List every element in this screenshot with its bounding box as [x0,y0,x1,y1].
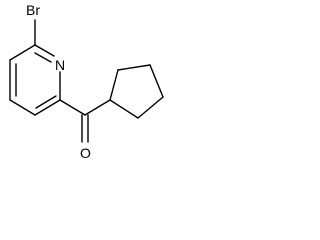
bond-n1-c6-inner [34,52,52,63]
bond-cp5-cp1 [109,99,139,119]
bromine-label: Br [26,2,40,18]
bond-c3-c2-inner [35,95,57,109]
bond-cp1-cp2 [109,69,119,101]
bond-c6-c5 [9,44,36,61]
bond-c2-carbonyl [59,99,86,116]
structure-canvas: Br N O [0,0,209,177]
bond-carbonyl-cyclopentyl [84,99,111,116]
bond-c3-c2 [34,99,61,116]
bond-cp4-cp5 [137,96,164,119]
bond-cp2-cp3 [117,64,151,71]
nitrogen-label: N [55,57,65,73]
molecule-diagram: Br N O [9,2,164,161]
bond-cp3-cp4 [149,64,164,98]
bond-n1-c6 [34,44,55,57]
bond-c4-c3 [9,99,36,116]
oxygen-label: O [80,145,91,161]
